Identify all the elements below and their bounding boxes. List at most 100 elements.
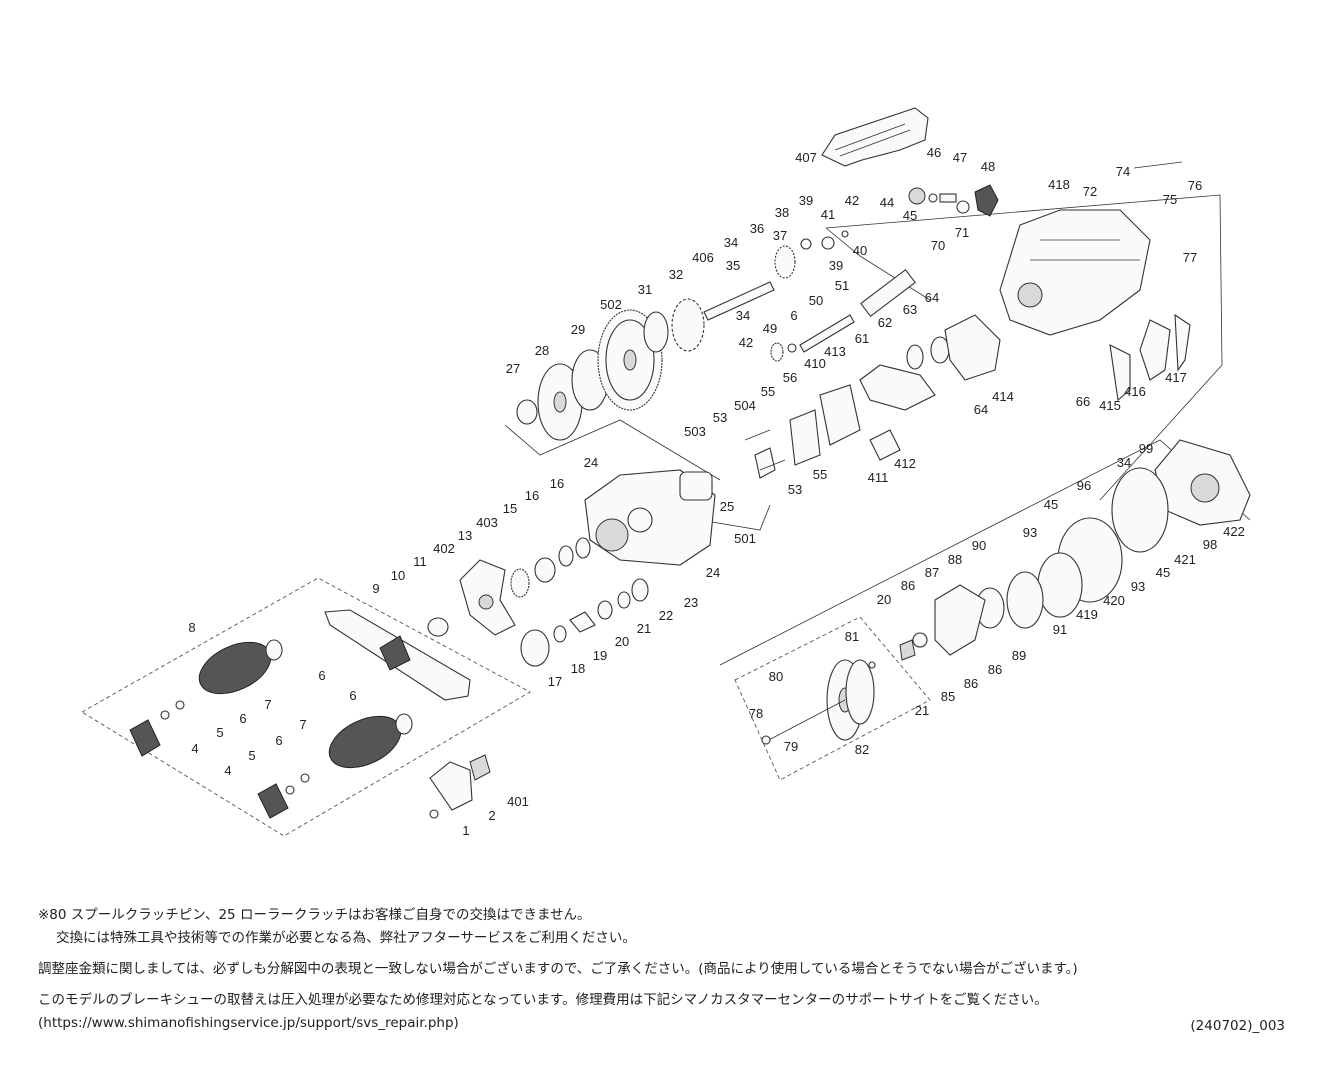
- part-label-415: 415: [1099, 398, 1121, 413]
- part-label-413: 413: [824, 344, 846, 359]
- part-label-53: 53: [788, 482, 802, 497]
- part-label-47: 47: [953, 150, 967, 165]
- handle-assembly: [129, 609, 471, 819]
- part-label-5: 5: [216, 725, 223, 740]
- part-label-90: 90: [972, 538, 986, 553]
- note-line-4: このモデルのブレーキシューの取替えは圧入処理が必要なため修理対応となっています。…: [38, 992, 1048, 1008]
- note-line-3: 調整座金類に関しましては、必ずしも分解図中の表現と一致しない場合がございますので…: [38, 961, 1078, 977]
- part-label-76: 76: [1188, 178, 1202, 193]
- part-label-501: 501: [734, 531, 756, 546]
- part-label-23: 23: [684, 595, 698, 610]
- part-label-55: 55: [813, 467, 827, 482]
- part-label-25: 25: [720, 499, 734, 514]
- part-label-34: 34: [736, 308, 750, 323]
- part-label-62: 62: [878, 315, 892, 330]
- part-label-18: 18: [571, 661, 585, 676]
- part-label-20: 20: [615, 634, 629, 649]
- part-label-417: 417: [1165, 370, 1187, 385]
- part-label-407: 407: [795, 150, 817, 165]
- part-label-410: 410: [804, 356, 826, 371]
- part-label-38: 38: [775, 205, 789, 220]
- part-label-401: 401: [507, 794, 529, 809]
- part-label-422: 422: [1223, 524, 1245, 539]
- part-label-420: 420: [1103, 593, 1125, 608]
- part-label-86: 86: [964, 676, 978, 691]
- part-label-7: 7: [299, 717, 306, 732]
- assembly-outlines: [81, 194, 1251, 837]
- part-label-87: 87: [925, 565, 939, 580]
- part-label-88: 88: [948, 552, 962, 567]
- part-label-15: 15: [503, 501, 517, 516]
- part-label-86: 86: [901, 578, 915, 593]
- star-drag-cluster: [427, 537, 649, 667]
- part-label-24: 24: [706, 565, 720, 580]
- part-label-93: 93: [1023, 525, 1037, 540]
- brake-side-plate: [899, 439, 1251, 661]
- part-label-99: 99: [1139, 441, 1153, 456]
- part-label-40: 40: [853, 243, 867, 258]
- part-label-6: 6: [275, 733, 282, 748]
- note-line-2: 交換には特殊工具や技術等での作業が必要となる為、弊社アフターサービスをご利用くだ…: [56, 930, 636, 946]
- part-label-49: 49: [763, 321, 777, 336]
- part-label-66: 66: [1076, 394, 1090, 409]
- part-label-16: 16: [525, 488, 539, 503]
- part-label-28: 28: [535, 343, 549, 358]
- part-label-91: 91: [1053, 622, 1067, 637]
- part-label-75: 75: [1163, 192, 1177, 207]
- part-label-48: 48: [981, 159, 995, 174]
- document-id: (240702)_003: [1190, 1018, 1285, 1034]
- part-label-89: 89: [1012, 648, 1026, 663]
- part-label-27: 27: [506, 361, 520, 376]
- part-label-403: 403: [476, 515, 498, 530]
- part-label-61: 61: [855, 331, 869, 346]
- part-label-24: 24: [584, 455, 598, 470]
- part-label-411: 411: [868, 470, 889, 485]
- part-label-13: 13: [458, 528, 472, 543]
- part-label-414: 414: [992, 389, 1014, 404]
- part-label-56: 56: [783, 370, 797, 385]
- part-label-418: 418: [1048, 177, 1070, 192]
- part-label-86: 86: [988, 662, 1002, 677]
- part-label-29: 29: [571, 322, 585, 337]
- part-label-406: 406: [692, 250, 714, 265]
- part-label-5: 5: [248, 748, 255, 763]
- part-label-44: 44: [880, 195, 894, 210]
- part-label-45: 45: [1156, 565, 1170, 580]
- part-label-71: 71: [955, 225, 969, 240]
- part-label-93: 93: [1131, 579, 1145, 594]
- part-label-32: 32: [669, 267, 683, 282]
- part-label-81: 81: [845, 629, 859, 644]
- part-label-8: 8: [188, 620, 195, 635]
- part-label-46: 46: [927, 145, 941, 160]
- note-line-5: (https://www.shimanofishingservice.jp/su…: [38, 1015, 459, 1031]
- part-label-98: 98: [1203, 537, 1217, 552]
- part-label-21: 21: [915, 703, 929, 718]
- part-label-502: 502: [600, 297, 622, 312]
- part-label-36: 36: [750, 221, 764, 236]
- part-label-39: 39: [799, 193, 813, 208]
- side-frame-right: [999, 161, 1191, 402]
- part-label-42: 42: [739, 335, 753, 350]
- part-label-421: 421: [1174, 552, 1196, 567]
- part-label-55: 55: [761, 384, 775, 399]
- part-label-21: 21: [637, 621, 651, 636]
- part-label-503: 503: [684, 424, 706, 439]
- part-label-412: 412: [894, 456, 916, 471]
- drive-gear-stack: [516, 230, 849, 441]
- part-label-19: 19: [593, 648, 607, 663]
- part-label-16: 16: [550, 476, 564, 491]
- part-label-63: 63: [903, 302, 917, 317]
- part-label-78: 78: [749, 706, 763, 721]
- part-label-42: 42: [845, 193, 859, 208]
- part-label-39: 39: [829, 258, 843, 273]
- part-label-22: 22: [659, 608, 673, 623]
- part-label-6: 6: [318, 668, 325, 683]
- part-label-35: 35: [726, 258, 740, 273]
- part-label-34: 34: [1117, 455, 1131, 470]
- part-label-419: 419: [1076, 607, 1098, 622]
- part-label-79: 79: [784, 739, 798, 754]
- part-label-402: 402: [433, 541, 455, 556]
- part-label-51: 51: [835, 278, 849, 293]
